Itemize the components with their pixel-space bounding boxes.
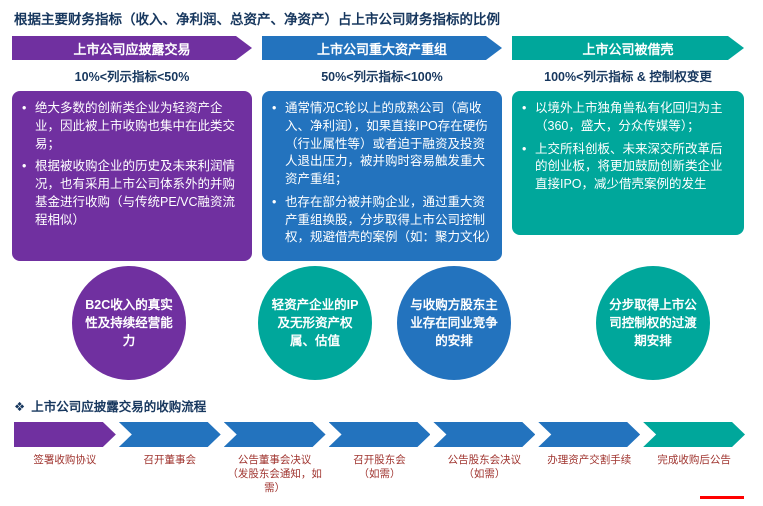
- bullet-text: 以境外上市独角兽私有化回归为主（360，盛大，分众传媒等）；: [535, 101, 723, 133]
- circle-text: 与收购方股东主业存在同业竞争的安排: [410, 297, 498, 349]
- page-title: 根据主要财务指标（收入、净利润、总资产、净资产）占上市公司财务指标的比例: [14, 12, 500, 27]
- process-chevron: [329, 422, 431, 447]
- step-sublabel-text: （如需）: [358, 468, 401, 481]
- consideration-circle: 与收购方股东主业存在同业竞争的安排: [397, 266, 511, 380]
- bullet-item: • 通常情况C轮以上的成熟公司（高收入、净利润），如果直接IPO存在硬伤（行业属…: [272, 100, 492, 189]
- process-step-label: 召开董事会: [119, 453, 221, 496]
- bullet-marker: •: [522, 141, 527, 156]
- info-box: • 绝大多数的创新类企业为轻资产企业，因此被上市收购也集中在此类交易； • 根据…: [12, 91, 252, 261]
- bullet-text: 也存在部分被并购企业，通过重大资产重组换股，分步取得上市公司控制权，规避借壳的案…: [285, 194, 498, 245]
- column-header-arrow: 上市公司重大资产重组: [262, 36, 502, 60]
- column-header-label: 上市公司应披露交易: [73, 41, 191, 57]
- step-label-text: 召开股东会: [353, 454, 406, 466]
- process-title-text: 上市公司应披露交易的收购流程: [31, 400, 207, 414]
- step-label-text: 办理资产交割手续: [547, 454, 632, 466]
- threshold-label: 100%<列示指标 & 控制权变更: [544, 70, 712, 84]
- bullet-item: • 也存在部分被并购企业，通过重大资产重组换股，分步取得上市公司控制权，规避借壳…: [272, 194, 498, 247]
- column-header-label: 上市公司被借壳: [582, 41, 674, 57]
- column-header-arrow: 上市公司被借壳: [512, 36, 744, 60]
- process-step-label: 公告股东会决议 （如需）: [433, 453, 535, 496]
- process-chevron: [643, 422, 745, 447]
- circle-text: 轻资产企业的IP及无形资产权属、估值: [271, 297, 359, 349]
- step-label-text: 公告股东会决议: [447, 454, 522, 466]
- bullet-text: 通常情况C轮以上的成熟公司（高收入、净利润），如果直接IPO存在硬伤（行业属性等…: [285, 101, 488, 186]
- column-major-asset-restructuring: 上市公司重大资产重组 50%<列示指标<100% • 通常情况C轮以上的成熟公司…: [262, 36, 502, 261]
- bullet-marker: •: [272, 194, 277, 209]
- step-label-text: 公告董事会决议: [237, 454, 312, 466]
- consideration-circle: B2C收入的真实性及持续经营能力: [72, 266, 186, 380]
- column-header-arrow: 上市公司应披露交易: [12, 36, 252, 60]
- consideration-circle: 轻资产企业的IP及无形资产权属、估值: [258, 266, 372, 380]
- bullet-text: 上交所科创板、未来深交所改革后的创业板，将更加鼓励创新类企业直接IPO，减少借壳…: [535, 141, 723, 192]
- process-section-title: ❖ 上市公司应披露交易的收购流程: [14, 396, 206, 415]
- column-disclosure-transaction: 上市公司应披露交易 10%<列示指标<50% • 绝大多数的创新类企业为轻资产企…: [12, 36, 252, 261]
- threshold-label: 10%<列示指标<50%: [74, 70, 190, 84]
- process-chevron: [224, 422, 326, 447]
- bullet-item: • 根据被收购企业的历史及未来利润情况，也有采用上市公司体系外的并购基金进行收购…: [22, 158, 242, 229]
- bullet-item: • 绝大多数的创新类企业为轻资产企业，因此被上市收购也集中在此类交易；: [22, 100, 242, 153]
- circle-text: 分步取得上市公司控制权的过渡期安排: [609, 297, 697, 349]
- step-label-text: 召开董事会: [143, 454, 197, 466]
- process-step-label: 召开股东会 （如需）: [329, 453, 431, 496]
- bullet-marker: •: [22, 159, 27, 174]
- process-chevron: [119, 422, 221, 447]
- bullet-item: • 上交所科创板、未来深交所改革后的创业板，将更加鼓励创新类企业直接IPO，减少…: [522, 141, 734, 194]
- consideration-circle: 分步取得上市公司控制权的过渡期安排: [596, 266, 710, 380]
- process-chevron: [433, 422, 535, 447]
- process-step-label: 公告董事会决议 （发股东会通知，如需）: [224, 453, 326, 496]
- step-label-text: 签署收购协议: [33, 454, 97, 466]
- bullet-text: 根据被收购企业的历史及未来利润情况，也有采用上市公司体系外的并购基金进行收购（与…: [35, 159, 236, 227]
- info-box: • 以境外上市独角兽私有化回归为主（360，盛大，分众传媒等）； • 上交所科创…: [512, 91, 744, 235]
- process-flow: [14, 422, 745, 447]
- threshold-label: 50%<列示指标<100%: [321, 70, 443, 84]
- process-step-label: 签署收购协议: [14, 453, 116, 496]
- bullet-marker: •: [272, 101, 277, 115]
- process-step-label: 办理资产交割手续: [538, 453, 640, 496]
- bullet-text: 绝大多数的创新类企业为轻资产企业，因此被上市收购也集中在此类交易；: [35, 101, 236, 151]
- red-underline-mark: [700, 496, 744, 499]
- step-label-text: 完成收购后公告: [657, 454, 731, 466]
- step-sublabel-text: （如需）: [463, 468, 506, 481]
- info-box: • 通常情况C轮以上的成熟公司（高收入、净利润），如果直接IPO存在硬伤（行业属…: [262, 91, 502, 261]
- process-step-labels: 签署收购协议 召开董事会 公告董事会决议 （发股东会通知，如需） 召开股东会 （…: [14, 453, 745, 496]
- process-step-label: 完成收购后公告: [643, 453, 745, 496]
- process-chevron: [14, 422, 116, 447]
- step-sublabel-text: （发股东会通知，如需）: [227, 468, 322, 495]
- bullet-item: • 以境外上市独角兽私有化回归为主（360，盛大，分众传媒等）；: [522, 100, 734, 136]
- circle-text: B2C收入的真实性及持续经营能力: [85, 297, 173, 349]
- process-chevron: [538, 422, 640, 447]
- bullet-marker: •: [22, 101, 27, 115]
- column-header-label: 上市公司重大资产重组: [316, 41, 447, 57]
- diamond-icon: ❖: [14, 400, 26, 414]
- bullet-marker: •: [522, 101, 527, 115]
- column-backdoor-listing: 上市公司被借壳 100%<列示指标 & 控制权变更 • 以境外上市独角兽私有化回…: [512, 36, 744, 235]
